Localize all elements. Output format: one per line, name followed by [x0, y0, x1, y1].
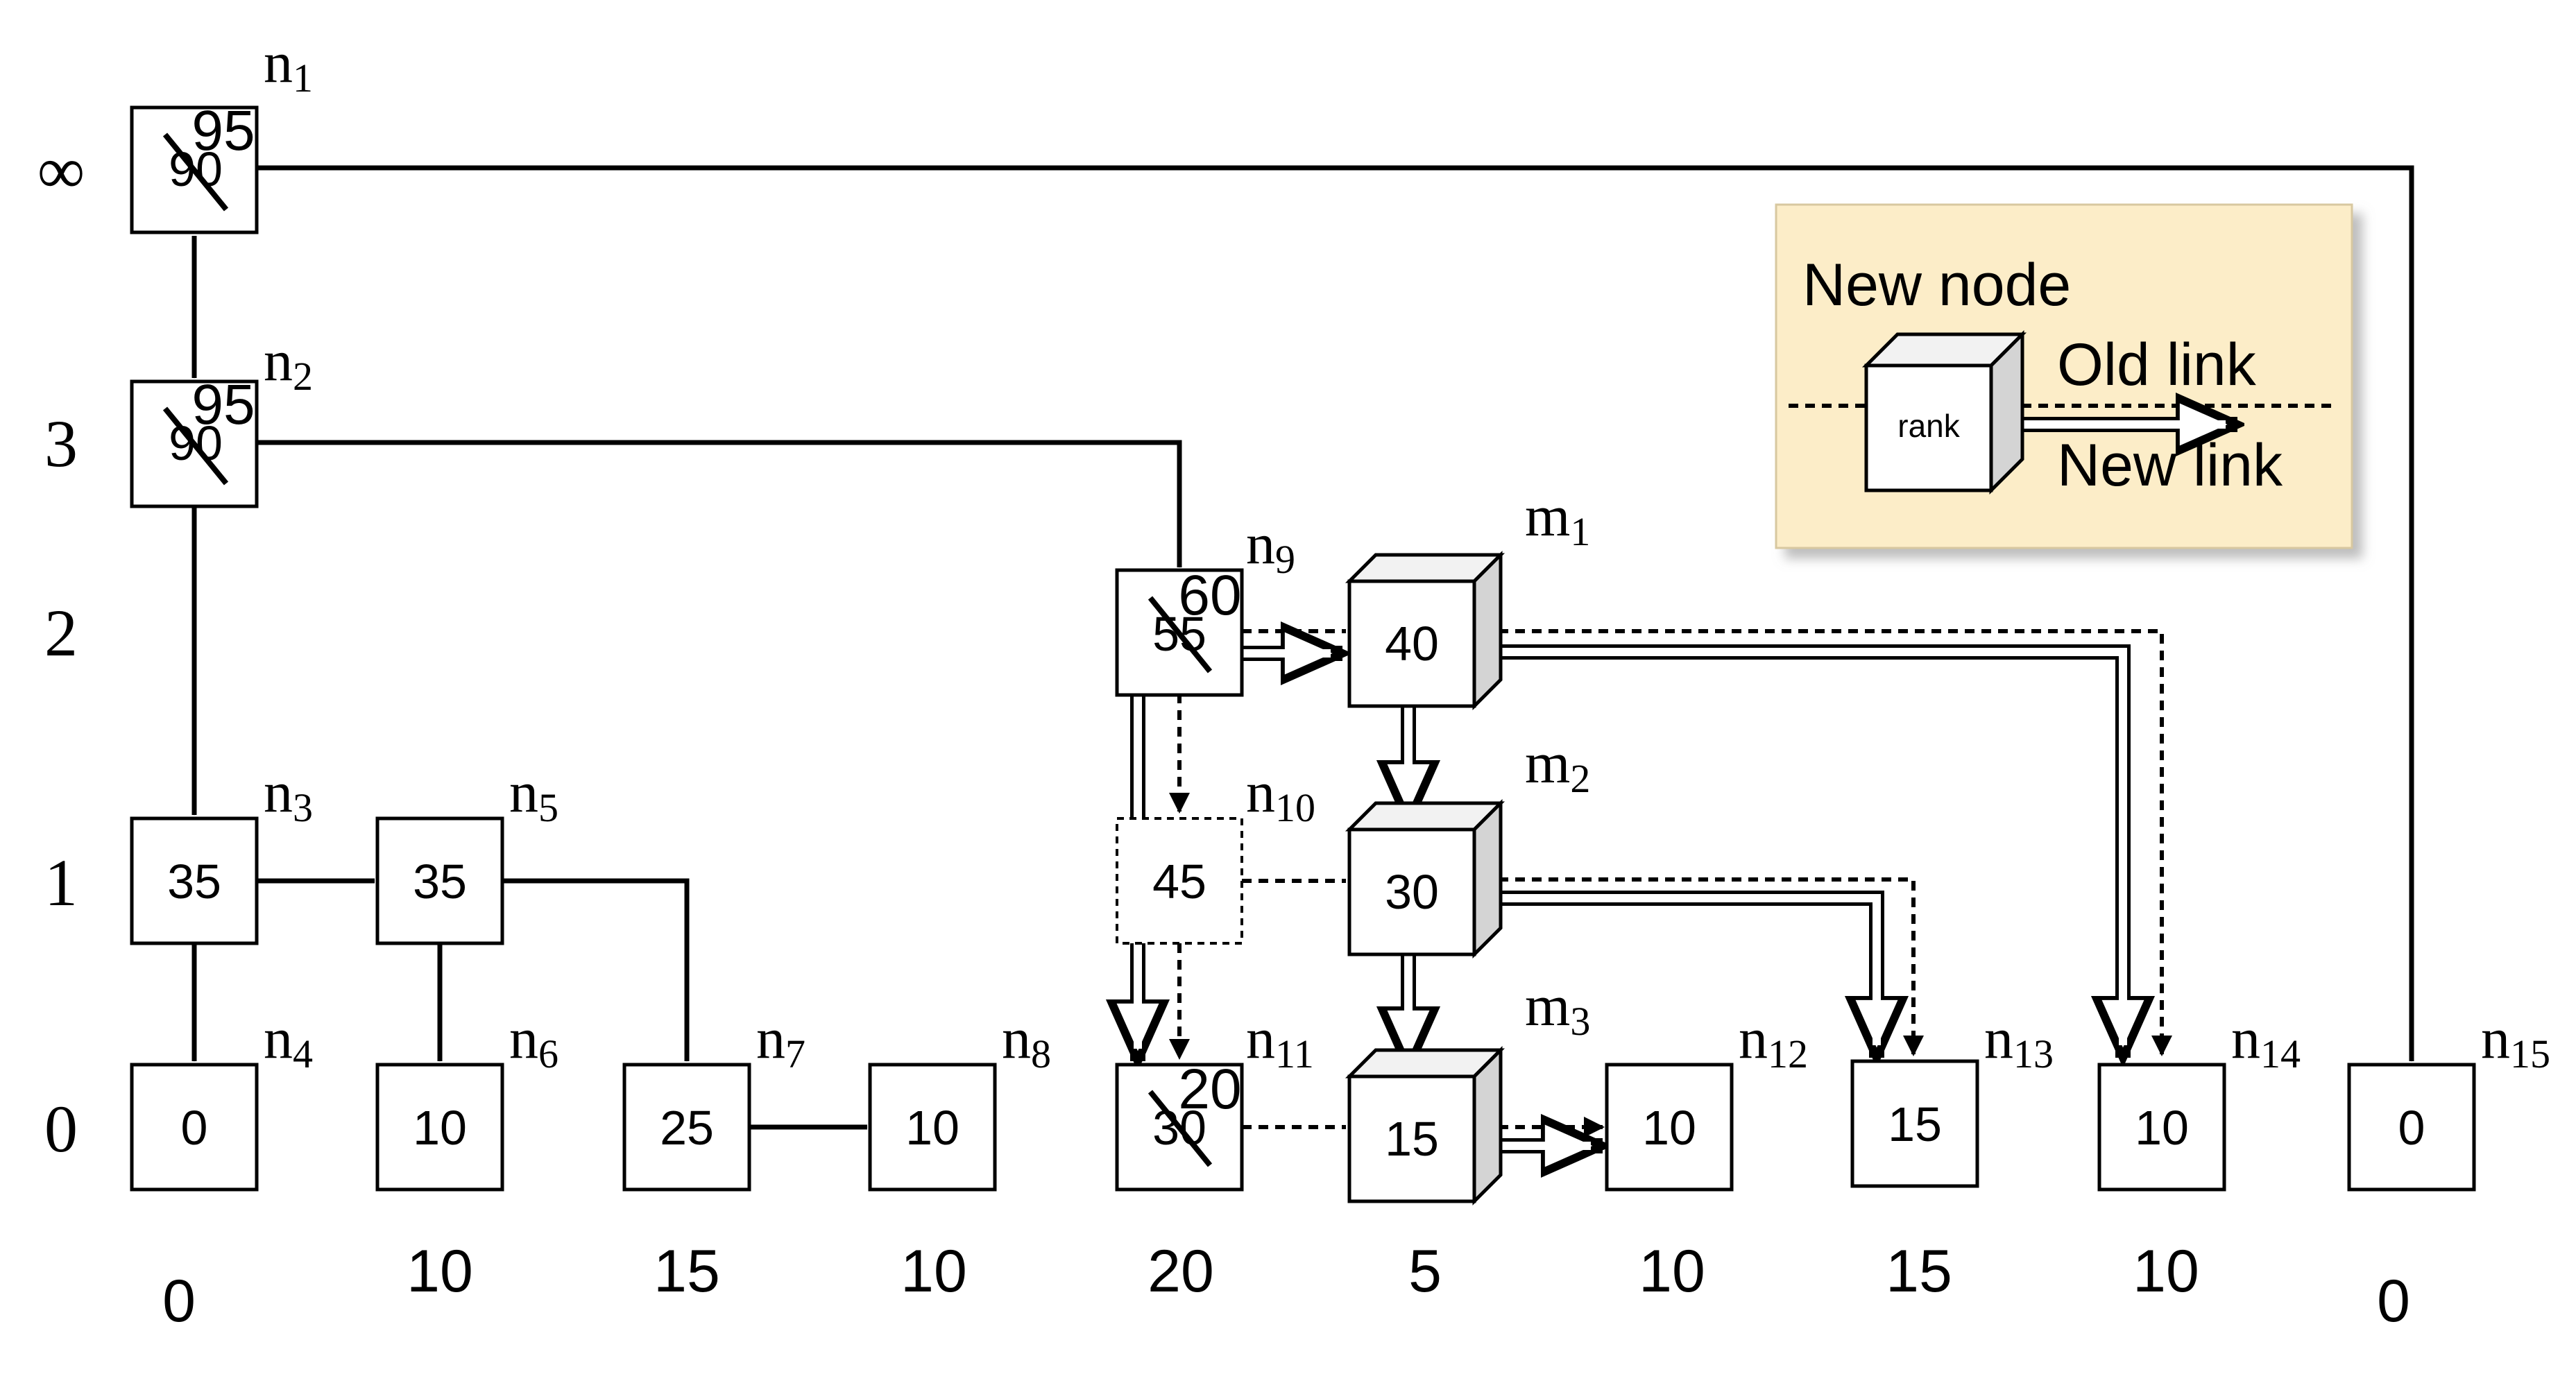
node-n14: 10 n14	[2097, 1006, 2301, 1192]
node-m3: 15 m3	[1345, 974, 1590, 1206]
bottom-value: 10	[407, 1238, 473, 1305]
node-n10: 45 n10	[1116, 760, 1315, 945]
legend-old-link-label: Old link	[2057, 332, 2257, 398]
node-n11-label: n11	[1246, 1006, 1314, 1076]
level-label-2: 2	[44, 596, 78, 670]
bottom-value: 10	[1639, 1238, 1705, 1305]
old-links	[191, 165, 2414, 1130]
bottom-value: 0	[2377, 1268, 2410, 1334]
new-link-m2-n13	[1485, 891, 1877, 1058]
bottom-value: 10	[2133, 1238, 2199, 1305]
node-n12-label: n12	[1739, 1006, 1808, 1076]
node-m1-label: m1	[1525, 484, 1590, 554]
node-n6: 10 n6	[375, 1006, 558, 1192]
bottom-value: 10	[901, 1238, 967, 1305]
node-n4: 0 n4	[130, 1006, 313, 1192]
node-n3: 35 n3	[130, 760, 313, 945]
nodes: 90 95 n1 90 95 n2 35 n3 35 n5 0	[130, 31, 2550, 1192]
legend-new-link-label: New link	[2057, 432, 2283, 499]
node-n9-label: n9	[1246, 512, 1295, 582]
link-n5-n7	[502, 878, 690, 1062]
level-label-3: 3	[44, 406, 78, 481]
node-n12-value: 10	[1642, 1101, 1696, 1155]
node-n5-value: 35	[413, 855, 467, 909]
node-n7-value: 25	[660, 1101, 714, 1155]
node-n13-value: 15	[1888, 1097, 1942, 1151]
node-n5: 35 n5	[375, 760, 558, 945]
node-m2-value: 30	[1385, 865, 1439, 919]
legend: New node rank Old link New link	[1775, 203, 2353, 549]
new-nodes: 40 m1 30 m2 15 m3	[1345, 484, 1590, 1206]
link-n1-n15	[257, 165, 2414, 1062]
node-n13-label: n13	[1984, 1006, 2054, 1076]
node-n9-new-value: 60	[1178, 564, 1241, 627]
node-n12: 10 n12	[1605, 1006, 1808, 1192]
node-n8-value: 10	[905, 1101, 959, 1155]
bottom-values: 0 10 15 10 20 5 10 15 10 0	[162, 1238, 2410, 1334]
node-n13: 15 n13	[1850, 1006, 2054, 1188]
node-n14-label: n14	[2231, 1006, 2301, 1076]
node-n8: 10 n8	[868, 1006, 1051, 1192]
node-n1-new-value: 95	[191, 99, 255, 162]
node-n7-label: n7	[756, 1006, 805, 1076]
level-label-0: 0	[44, 1092, 78, 1166]
node-n11-new-value: 20	[1178, 1058, 1241, 1121]
node-m1-value: 40	[1385, 617, 1439, 671]
node-n14-value: 10	[2135, 1101, 2189, 1155]
node-n6-label: n6	[509, 1006, 558, 1076]
node-n6-value: 10	[413, 1101, 467, 1155]
node-m3-value: 15	[1385, 1112, 1439, 1166]
node-n15-label: n15	[2481, 1006, 2550, 1076]
node-n2-new-value: 95	[191, 373, 255, 436]
new-link-m1-n14	[1485, 644, 2123, 1058]
node-m2-label: m2	[1525, 731, 1590, 801]
node-n3-value: 35	[167, 855, 221, 909]
node-n15-value: 0	[2398, 1101, 2425, 1155]
dotted-link-m2-n13	[1499, 877, 1924, 1056]
bottom-value: 15	[654, 1238, 720, 1305]
bottom-value: 0	[162, 1268, 196, 1334]
node-n1: 90 95 n1	[130, 31, 313, 234]
node-n7: 25 n7	[622, 1006, 805, 1192]
node-n5-label: n5	[509, 760, 558, 830]
node-n2-label: n2	[264, 329, 313, 399]
level-label-infinity: ∞	[37, 133, 85, 207]
bottom-value: 5	[1408, 1238, 1442, 1305]
node-m3-label: m3	[1525, 974, 1590, 1044]
node-n3-label: n3	[264, 760, 313, 830]
bottom-value: 15	[1886, 1238, 1952, 1305]
bottom-value: 20	[1148, 1238, 1214, 1305]
legend-new-node-label: New node	[1802, 252, 2071, 318]
node-n2: 90 95 n2	[130, 329, 313, 508]
node-n11: 30 20 n11	[1115, 1006, 1314, 1192]
node-n9: 55 60 n9	[1115, 512, 1295, 697]
legend-rank-label: rank	[1897, 408, 1960, 444]
node-n8-label: n8	[1002, 1006, 1051, 1076]
level-label-1: 1	[44, 845, 78, 920]
level-labels: ∞ 3 2 1 0	[37, 133, 85, 1166]
dotted-link-m1-n14	[1499, 629, 2172, 1056]
node-m1: 40 m1	[1345, 484, 1590, 711]
node-n4-value: 0	[181, 1101, 208, 1155]
node-n15: 0 n15	[2347, 1006, 2550, 1192]
node-n10-label: n10	[1246, 760, 1315, 830]
node-m2: 30 m2	[1345, 731, 1590, 959]
link-n2-n9	[257, 440, 1182, 568]
node-n10-value: 45	[1152, 855, 1206, 909]
legend-cube-icon: rank	[1861, 329, 2027, 495]
node-n1-label: n1	[264, 31, 313, 101]
node-n4-label: n4	[264, 1006, 313, 1076]
